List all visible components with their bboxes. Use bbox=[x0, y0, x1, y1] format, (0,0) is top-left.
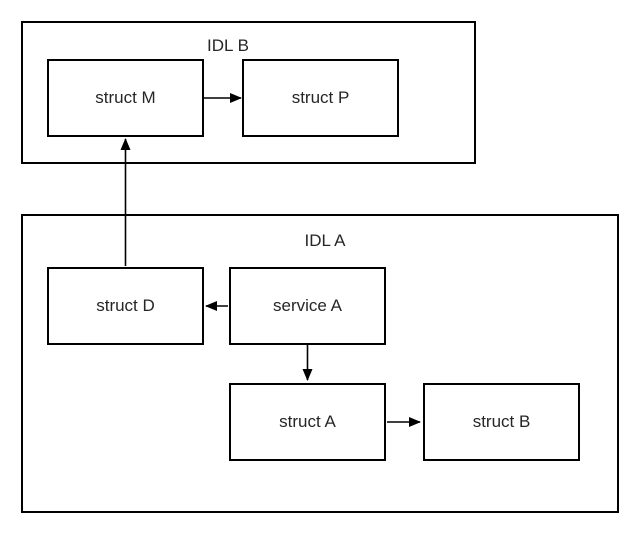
node-struct-p-label: struct P bbox=[291, 88, 350, 107]
node-service-a-label: service A bbox=[273, 296, 342, 315]
node-struct-p: struct P bbox=[242, 59, 399, 137]
node-struct-d-label: struct D bbox=[96, 296, 155, 315]
node-struct-b-label: struct B bbox=[472, 412, 531, 431]
node-service-a: service A bbox=[229, 267, 386, 345]
node-struct-b: struct B bbox=[423, 383, 580, 461]
node-struct-m-label: struct M bbox=[95, 88, 156, 107]
container-idl-b-label: IDL B bbox=[207, 36, 249, 55]
node-struct-d: struct D bbox=[47, 267, 204, 345]
node-struct-m: struct M bbox=[47, 59, 204, 137]
node-struct-a: struct A bbox=[229, 383, 386, 461]
container-idl-a-label: IDL A bbox=[304, 231, 346, 250]
node-struct-a-label: struct A bbox=[279, 412, 336, 431]
container-idl-a bbox=[21, 214, 619, 513]
